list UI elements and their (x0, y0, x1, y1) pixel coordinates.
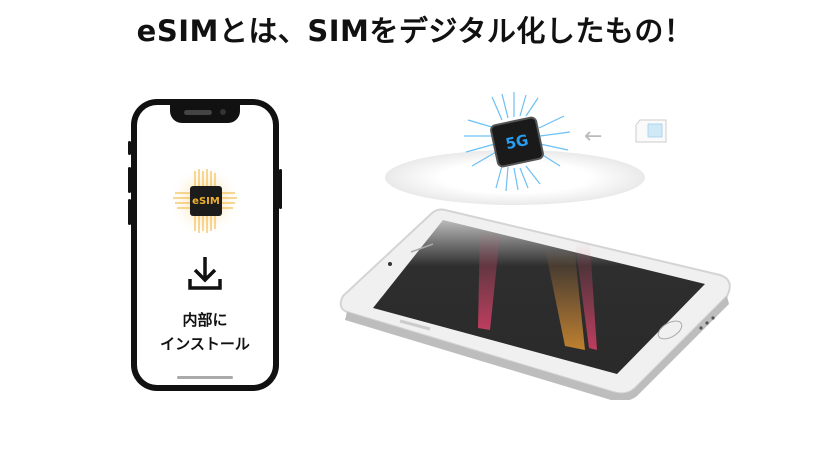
phone-volume-down (128, 199, 131, 225)
home-indicator (177, 376, 233, 379)
sim-card-icon (635, 119, 667, 143)
esim-chip-icon: eSIM (169, 165, 241, 237)
camera (220, 109, 226, 115)
download-icon (188, 257, 222, 290)
install-line1: 内部に (182, 311, 228, 329)
phone-volume-up (128, 167, 131, 193)
page-title: eSIMとは、SIMをデジタル化したもの！ (136, 14, 694, 48)
smartphone-esim: eSIM 内部に インストール (128, 99, 282, 391)
phone-notch (170, 105, 240, 123)
speaker (184, 110, 212, 115)
phone-screen: eSIM 内部に インストール (137, 105, 273, 385)
install-line2: インストール (160, 335, 250, 353)
5g-chip-icon: 5G (462, 92, 572, 192)
phone-side-button (128, 141, 131, 155)
phone-power-button (279, 169, 282, 209)
install-caption: 内部に インストール (137, 308, 273, 356)
smartphone-5g (339, 208, 731, 400)
arrow-left-icon: ← (584, 124, 603, 149)
esim-chip-label: eSIM (190, 186, 222, 216)
